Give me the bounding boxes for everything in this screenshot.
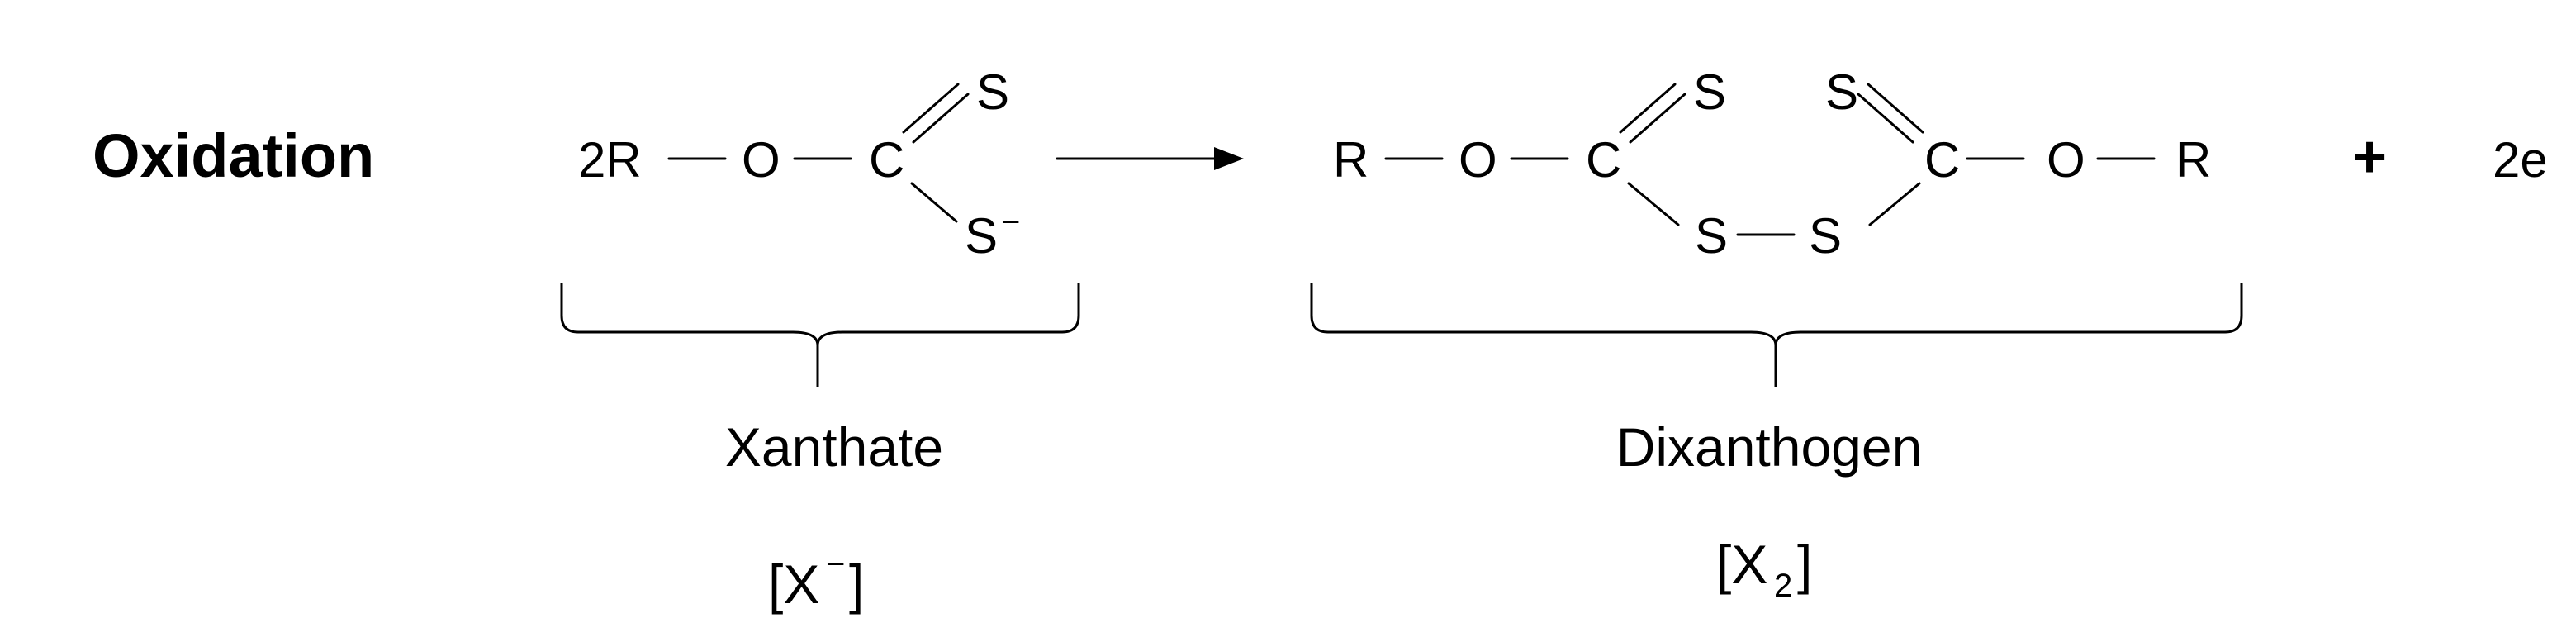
product-c-left-atom: C xyxy=(1586,132,1621,188)
arrow-head xyxy=(1214,147,1244,170)
xanthate-formula: [X − ] xyxy=(768,546,864,615)
dixanthogen-formula-open: [X xyxy=(1716,534,1767,595)
product-c-right-atom: C xyxy=(1924,132,1960,188)
bond-c-s-double-a xyxy=(902,83,960,134)
reactant-2r-atom: 2R xyxy=(578,132,642,188)
bond-c-s-double-b xyxy=(912,93,970,144)
reactant-c-atom: C xyxy=(869,132,904,188)
product-o-right-atom: O xyxy=(2047,132,2085,188)
reactant-s-charge: − xyxy=(1001,204,1020,240)
product-s-top-right-atom: S xyxy=(1825,64,1858,120)
dixanthogen-label: Dixanthogen xyxy=(1616,416,1923,478)
bond-c-s-left xyxy=(1627,182,1680,226)
xanthate-label: Xanthate xyxy=(725,416,943,478)
product-r-right-atom: R xyxy=(2175,132,2211,188)
product-s-bottom-left-atom: S xyxy=(1695,208,1728,264)
xanthate-structure: 2R O C S S − xyxy=(578,64,1020,264)
bond-c-s-double-right-a xyxy=(1867,83,1924,134)
electrons-term: 2e xyxy=(2493,132,2548,188)
xanthate-formula-open: [X xyxy=(768,554,819,615)
xanthate-formula-close: ] xyxy=(849,554,864,615)
bond-c-s-single xyxy=(910,182,958,223)
dixanthogen-structure: R O C S S S S C O R xyxy=(1333,64,2211,264)
reaction-arrow xyxy=(1056,147,1244,170)
xanthate-formula-charge: − xyxy=(826,546,845,582)
bond-c-s-double-right-b xyxy=(1857,93,1914,144)
dixanthogen-formula-close: ] xyxy=(1797,534,1812,595)
reactant-s-anion-atom: S xyxy=(965,208,998,264)
bond-c-s-double-left-a xyxy=(1619,83,1677,134)
dixanthogen-formula-subscript: 2 xyxy=(1774,568,1792,604)
dixanthogen-formula: [X 2 ] xyxy=(1716,534,1812,604)
product-s-bottom-right-atom: S xyxy=(1809,208,1842,264)
reactant-o-atom: O xyxy=(742,132,780,188)
xanthate-brace xyxy=(560,283,1080,387)
plus-sign: + xyxy=(2352,124,2387,190)
product-r-left-atom: R xyxy=(1333,132,1369,188)
dixanthogen-brace xyxy=(1310,283,2243,387)
product-o-left-atom: O xyxy=(1459,132,1497,188)
reactant-s-double-atom: S xyxy=(976,64,1009,120)
bond-s-c-right xyxy=(1868,182,1921,226)
product-s-top-left-atom: S xyxy=(1693,64,1726,120)
reaction-title: Oxidation xyxy=(93,121,374,190)
bond-c-s-double-left-b xyxy=(1629,93,1686,144)
